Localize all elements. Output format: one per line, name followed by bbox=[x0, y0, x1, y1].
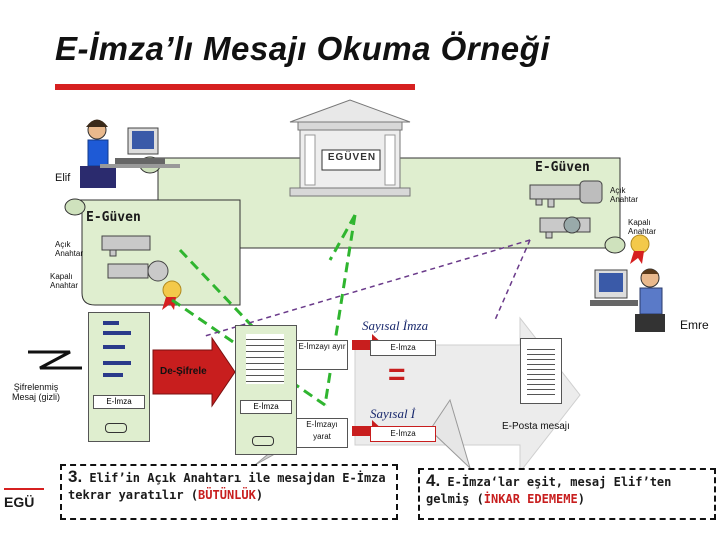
elif-private-key-label: Kapalı Anahtar bbox=[50, 272, 79, 290]
encrypted-document: E-İmza bbox=[88, 312, 150, 442]
seal-icon-2 bbox=[630, 234, 650, 264]
title-underline bbox=[55, 84, 415, 90]
email-document bbox=[520, 338, 562, 404]
key-icon-public-server bbox=[529, 180, 603, 208]
footer-logo: EGÜ bbox=[4, 488, 44, 514]
key-icon-public-elif bbox=[101, 235, 151, 257]
elif-person-icon bbox=[80, 119, 180, 188]
callout-non-repudiation: 4. E-İmza‘lar eşit, mesaj Elif’ten gelmi… bbox=[418, 468, 716, 520]
callout-nonrep-close: ) bbox=[577, 492, 585, 506]
server-public-key-label: Açık Anahtar bbox=[610, 186, 639, 204]
encrypted-e-imza-tag: E-İmza bbox=[93, 395, 145, 409]
callout-pointer-4 bbox=[429, 398, 472, 470]
signature-box-2: E-İmza bbox=[370, 426, 436, 442]
callout-nonrep-highlight: İNKAR EDEMEME bbox=[483, 492, 578, 506]
elif-certificate-scroll bbox=[64, 198, 241, 306]
bank-building-icon bbox=[289, 99, 411, 197]
network-link-icon bbox=[28, 350, 82, 370]
bank-logo: EGÜVEN bbox=[327, 152, 377, 163]
callout-integrity-close: ) bbox=[255, 488, 264, 502]
key-icon-private-server bbox=[539, 216, 591, 239]
equals-sign: = bbox=[388, 358, 406, 391]
separate-signature-box: E-İmzayı ayır bbox=[296, 340, 348, 370]
elif-name: Elif bbox=[55, 172, 71, 184]
callout-integrity-num: 3. bbox=[68, 467, 83, 486]
server-cert-title: E-Güven bbox=[535, 160, 590, 175]
email-message-label: E-Posta mesajı bbox=[502, 421, 570, 432]
digital-signature-label-2: Sayısal İ bbox=[370, 406, 416, 421]
callout-integrity-highlight: BÜTÜNLÜK bbox=[198, 488, 256, 502]
decrypted-document: E-İmza bbox=[235, 325, 297, 455]
key-icon-private-elif bbox=[107, 260, 169, 282]
callout-nonrep-text: E-İmza‘lar eşit, mesaj Elif’ten gelmiş ( bbox=[426, 475, 672, 506]
callout-nonrep-num: 4. bbox=[426, 471, 441, 490]
page-title: E-İmza’lı Mesajı Okuma Örneği bbox=[55, 30, 550, 67]
decrypt-label: De-Şifrele bbox=[160, 366, 207, 377]
callout-integrity: 3. Elif’in Açık Anahtarı ile mesajdan E-… bbox=[60, 464, 398, 520]
decrypted-e-imza-tag: E-İmza bbox=[240, 400, 292, 414]
purple-dashed-lines bbox=[204, 239, 531, 337]
create-signature-box: E-İmzayı yarat bbox=[296, 418, 348, 448]
callout-integrity-text: Elif’in Açık Anahtarı ile mesajdan E-İmz… bbox=[68, 471, 386, 502]
green-dashed-lines bbox=[171, 214, 357, 407]
elif-cert-title: E-Güven bbox=[86, 210, 141, 225]
encrypted-message-label: Şifrelenmiş Mesaj (gizli) bbox=[11, 382, 60, 402]
server-private-key-label: Kapalı Anahtar bbox=[628, 218, 657, 236]
elif-public-key-label: Açık Anahtar bbox=[55, 240, 84, 258]
signature-box-1: E-İmza bbox=[370, 340, 436, 356]
emre-person-icon bbox=[590, 268, 665, 332]
decrypt-arrow bbox=[152, 336, 236, 408]
digital-signature-label: Sayısal İmza bbox=[362, 318, 429, 333]
emre-name: Emre bbox=[680, 318, 709, 332]
